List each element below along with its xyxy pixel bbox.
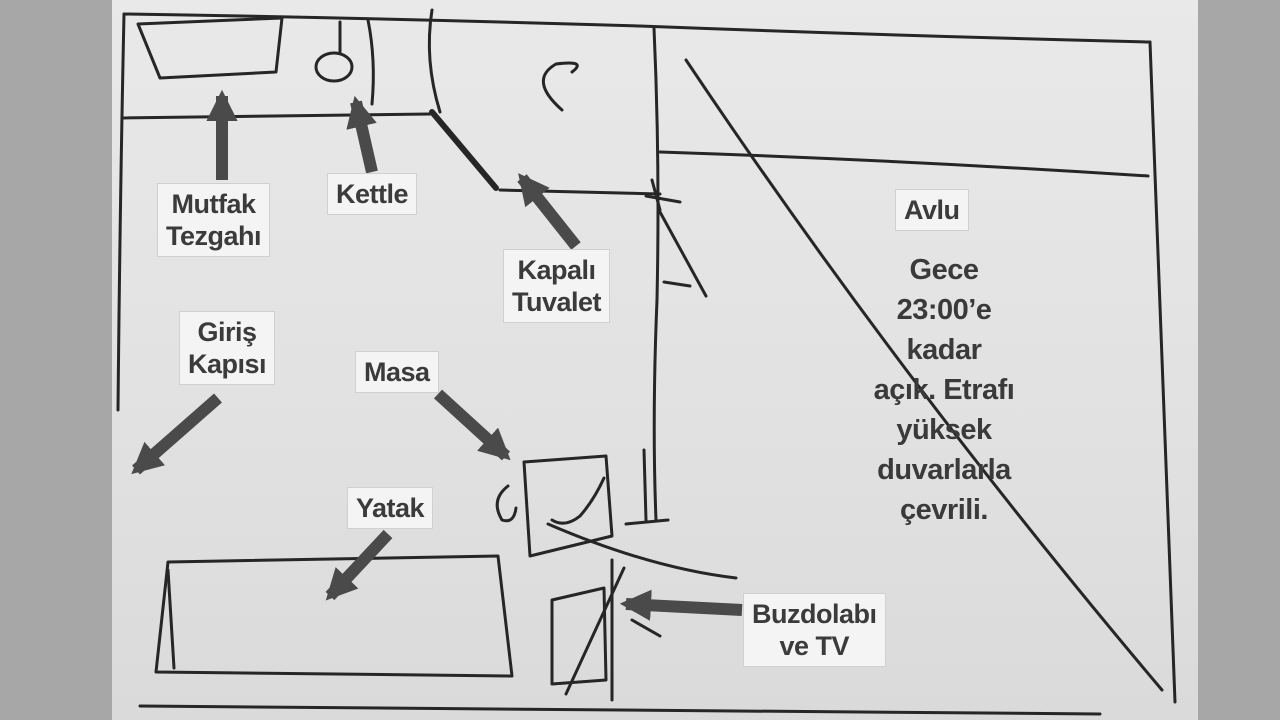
bed-shape — [154, 554, 514, 678]
post-bottom — [624, 448, 670, 526]
courtyard-note-line6: duvarlarla — [877, 454, 1011, 486]
outer-wall-right — [1148, 40, 1177, 704]
courtyard-note-line2: 23:00’e — [896, 294, 992, 326]
table-shape — [522, 454, 614, 558]
courtyard-note-line4: açık. Etrafı — [873, 374, 1015, 406]
toilet-line — [498, 188, 662, 196]
wall-tick — [630, 618, 662, 638]
label-closed-toilet: Kapalı Tuvalet — [504, 250, 610, 322]
label-fridge-tv-line1: Buzdolabı — [752, 599, 877, 629]
arrow-kettle — [346, 95, 378, 174]
courtyard-divider — [652, 26, 660, 522]
label-kitchen-counter-line2: Tezgahı — [166, 221, 262, 251]
label-kettle: Kettle — [328, 174, 417, 214]
arrow-bed — [325, 529, 393, 601]
table-edge — [546, 522, 738, 580]
chair-shape — [495, 484, 518, 523]
label-bed: Yatak — [348, 488, 433, 528]
label-table-text: Masa — [364, 357, 430, 387]
kitchen-post — [366, 18, 375, 106]
arrow-closed-toilet — [517, 173, 581, 250]
outer-wall-top — [122, 12, 1152, 44]
kitchen-counter — [136, 16, 284, 80]
fridge-slash — [564, 566, 626, 696]
courtyard-note-line3: kadar — [906, 334, 982, 366]
door-mark — [644, 178, 708, 298]
label-courtyard: Avlu — [896, 190, 968, 230]
courtyard-note-line5: yüksek — [896, 414, 992, 446]
label-entrance-door: Giriş Kapısı — [180, 312, 275, 384]
bed-head — [166, 568, 176, 670]
courtyard-line — [658, 150, 1150, 178]
label-bed-text: Yatak — [356, 493, 425, 523]
kettle-shape — [314, 51, 354, 83]
kitchen-strip-line — [120, 112, 432, 120]
table-check — [550, 476, 606, 525]
label-closed-toilet-line1: Kapalı — [517, 255, 597, 285]
fridge-shape — [550, 586, 608, 686]
label-fridge-tv-line2: ve TV — [779, 631, 850, 661]
label-table: Masa — [356, 352, 438, 392]
label-closed-toilet-line2: Tuvalet — [512, 287, 602, 317]
arrow-entrance-door — [131, 393, 222, 475]
label-kitchen-counter: Mutfak Tezgahı — [158, 184, 270, 256]
label-fridge-tv: Buzdolabı ve TV — [744, 594, 885, 666]
courtyard-note-line1: Gece — [909, 254, 979, 286]
toilet-bowl — [541, 61, 579, 112]
courtyard-note: Gece 23:00’e kadar açık. Etrafı yüksek d… — [828, 250, 1060, 530]
label-courtyard-text: Avlu — [904, 195, 960, 225]
outer-wall-left — [116, 12, 126, 412]
arrow-fridge-tv — [619, 589, 743, 621]
label-kettle-text: Kettle — [336, 179, 409, 209]
courtyard-note-line7: çevrili. — [900, 494, 988, 526]
toilet-wall — [427, 8, 442, 114]
arrow-table — [433, 389, 511, 461]
label-kitchen-counter-line1: Mutfak — [171, 189, 257, 219]
toilet-door — [429, 109, 499, 191]
outer-wall-bottom — [138, 704, 1102, 716]
label-entrance-door-line2: Kapısı — [188, 349, 267, 379]
courtyard-diagonal — [684, 58, 1164, 692]
label-entrance-door-line1: Giriş — [197, 317, 258, 347]
